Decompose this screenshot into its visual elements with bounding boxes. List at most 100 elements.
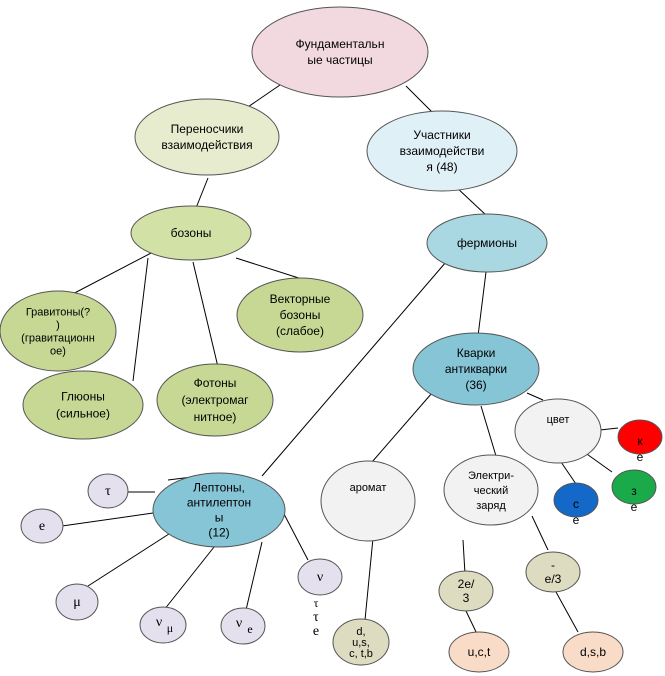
node-nu-tau-subscript-2: τ	[313, 610, 319, 625]
node-red-label-2: е	[637, 450, 644, 464]
node-gluons: Глюоны (сильное)	[22, 370, 144, 440]
node-uct: u,c,t	[448, 631, 510, 673]
node-red-label-1: к	[637, 434, 643, 448]
node-charge-label-3: заряд	[476, 500, 506, 512]
node-nu-mu-shape	[139, 606, 187, 644]
node-minus-third-label-2: e/3	[545, 572, 562, 586]
node-two-thirds-shape	[438, 570, 494, 612]
node-photons: Фотоны (электромаг нитное)	[156, 363, 274, 437]
node-gravitons-label-2: )	[56, 320, 60, 332]
node-dsb-label-1: d,s,b	[580, 645, 606, 659]
node-red: ке	[617, 419, 663, 464]
node-leptons-label-1: Лептоны,	[193, 481, 245, 495]
node-dsb: d,s,b	[562, 631, 624, 673]
node-carriers: Переносчики взаимодействия	[134, 98, 280, 176]
node-nu-tau-subscript-3: e	[313, 624, 319, 639]
node-gluons-label-1: Глюоны	[61, 390, 105, 404]
node-bosons: бозоны	[130, 205, 252, 261]
node-charge-label-2: ческий	[474, 485, 508, 497]
node-quarks-shape	[412, 332, 540, 406]
node-vector-bosons-label-2: бозоны	[280, 308, 321, 322]
node-gravitons-label-1: Гравитоны(?	[26, 307, 90, 319]
node-electron-shape	[20, 508, 64, 544]
node-tau: τ	[87, 473, 129, 509]
node-muon-shape	[55, 583, 99, 621]
node-quarks-label-3: (36)	[465, 378, 486, 392]
node-root-shape	[251, 6, 429, 98]
node-color-label-1: цвет	[547, 414, 570, 426]
node-photons-label-1: Фотоны	[194, 376, 237, 390]
node-vector-bosons-label-3: (слабое)	[276, 324, 324, 338]
node-gravitons-label-4: ое)	[50, 346, 66, 358]
node-green-shape	[611, 469, 657, 505]
node-muon-label-1: μ	[73, 595, 81, 610]
node-dsb-shape	[562, 631, 624, 673]
node-participants-shape	[366, 110, 518, 192]
node-bosons-shape	[130, 205, 252, 261]
node-dus-shape	[332, 618, 390, 666]
node-leptons-shape	[152, 472, 286, 548]
node-nu-e-label-2: e	[247, 622, 252, 636]
node-photons-label-2: (электромаг	[181, 393, 249, 407]
node-vector-bosons-label-1: Векторные	[270, 292, 331, 306]
node-blue-label-2: е	[573, 513, 580, 527]
node-dus-label-1: d,	[356, 626, 365, 638]
node-carriers-label-1: Переносчики	[171, 122, 244, 136]
node-electron-label-1: e	[39, 519, 45, 534]
node-photons-shape	[156, 363, 274, 437]
node-nu-e-shape	[220, 607, 266, 645]
node-leptons-label-3: ы	[215, 511, 224, 525]
node-green-label-2: е	[631, 500, 638, 514]
node-fermions-shape	[426, 213, 548, 273]
node-bosons-label-1: бозоны	[171, 226, 212, 240]
node-dus-label-3: c, t,b	[349, 648, 373, 660]
node-nu-tau-label-1: ν	[317, 570, 323, 585]
node-minus-third-shape	[525, 551, 581, 593]
node-dus-label-2: u,s,	[352, 637, 370, 649]
node-green-label-1: з	[631, 484, 637, 498]
node-minus-third: -e/3	[525, 551, 581, 593]
node-carriers-shape	[134, 98, 280, 176]
node-blue: се	[553, 482, 599, 527]
node-flavor: аромат	[320, 460, 416, 542]
node-vector-bosons-shape	[236, 277, 364, 353]
node-quarks-label-1: Кварки	[457, 346, 496, 360]
node-nu-e-label-1: ν	[236, 616, 242, 631]
node-participants-label-2: взаимодействи	[400, 144, 485, 158]
node-charge: Электри-ческий заряд	[443, 454, 539, 526]
node-leptons-label-2: антилептон	[187, 496, 251, 510]
node-flavor-shape	[320, 460, 416, 542]
node-gravitons-shape	[0, 290, 117, 372]
node-color: цвет	[514, 398, 602, 464]
node-uct-label-1: u,c,t	[468, 645, 491, 659]
node-green: зе	[611, 469, 657, 514]
node-two-thirds: 2e/3	[438, 570, 494, 612]
node-charge-label-1: Электри-	[468, 470, 514, 482]
node-root-label-1: Фундаментальн	[296, 37, 385, 51]
node-fermions: фермионы	[426, 213, 548, 273]
node-carriers-label-2: взаимодействия	[161, 138, 252, 152]
node-flavor-label-1: аромат	[350, 482, 387, 494]
node-uct-shape	[448, 631, 510, 673]
node-blue-label-1: с	[573, 497, 579, 511]
node-charge-shape	[443, 454, 539, 526]
node-two-thirds-label-2: 3	[463, 591, 470, 605]
node-tau-label-1: τ	[105, 484, 111, 499]
node-two-thirds-label-1: 2e/	[458, 577, 475, 591]
node-nu-mu-label-1: ν	[156, 615, 162, 630]
node-photons-label-3: нитное)	[194, 410, 237, 424]
node-vector-bosons: Векторные бозоны (слабое)	[236, 277, 364, 353]
node-electron: e	[20, 508, 64, 544]
node-gluons-label-2: (сильное)	[56, 407, 110, 421]
node-participants-label-1: Участники	[413, 128, 470, 142]
node-nu-mu-label-2: μ	[167, 621, 173, 635]
